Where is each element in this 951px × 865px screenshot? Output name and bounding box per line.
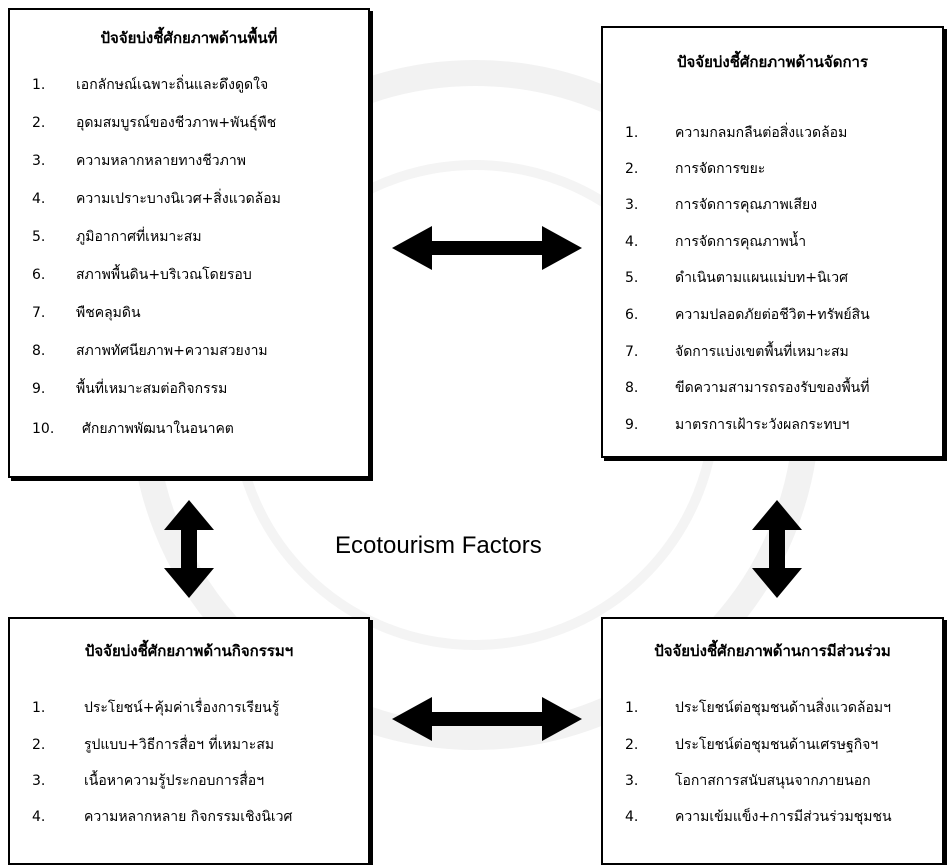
list-item: 1.เอกลักษณ์เฉพาะถิ่นและดึงดูดใจ bbox=[32, 77, 269, 93]
list-item: 2.รูปแบบ+วิธีการสื่อฯ ที่เหมาะสม bbox=[32, 737, 275, 753]
list-item: 9.มาตรการเฝ้าระวังผลกระทบฯ bbox=[625, 417, 850, 433]
participation-factors-box: ปัจจัยบ่งชี้ศักยภาพด้านการมีส่วนร่วม 1.ป… bbox=[601, 617, 944, 865]
list-item: 7.จัดการแบ่งเขตพื้นที่เหมาะสม bbox=[625, 344, 849, 360]
list-item: 4.ความเข้มแข็ง+การมีส่วนร่วมชุมชน bbox=[625, 809, 892, 825]
list-item: 3.การจัดการคุณภาพเสียง bbox=[625, 197, 818, 213]
list-item: 3.เนื้อหาความรู้ประกอบการสื่อฯ bbox=[32, 773, 265, 789]
list-item: 5.ดำเนินตามแผนแม่บท+นิเวศ bbox=[625, 270, 849, 286]
management-factors-box: ปัจจัยบ่งชี้ศักยภาพด้านจัดการ 1.ความกลมก… bbox=[601, 26, 944, 458]
list-item: 6.สภาพพื้นดิน+บริเวณโดยรอบ bbox=[32, 267, 252, 283]
list-item: 7.พืชคลุมดิน bbox=[32, 305, 141, 321]
list-item: 1.ประโยชน์+คุ้มค่าเรื่องการเรียนรู้ bbox=[32, 700, 280, 716]
double-arrow-horizontal-icon bbox=[392, 226, 582, 270]
area-factors-title: ปัจจัยบ่งชี้ศักยภาพด้านพื้นที่ bbox=[100, 29, 278, 47]
list-item: 10.ศักยภาพพัฒนาในอนาคต bbox=[32, 421, 234, 437]
list-item: 5.ภูมิอากาศที่เหมาะสม bbox=[32, 229, 202, 245]
double-arrow-vertical-icon bbox=[164, 500, 214, 598]
list-item: 3.โอกาสการสนับสนุนจากภายนอก bbox=[625, 773, 871, 789]
list-item: 4.ความเปราะบางนิเวศ+สิ่งแวดล้อม bbox=[32, 191, 281, 207]
list-item: 8.สภาพทัศนียภาพ+ความสวยงาม bbox=[32, 343, 268, 359]
activity-factors-box: ปัจจัยบ่งชี้ศักยภาพด้านกิจกรรมฯ 1.ประโยช… bbox=[8, 617, 370, 865]
list-item: 4.การจัดการคุณภาพน้ำ bbox=[625, 234, 807, 250]
list-item: 9.พื้นที่เหมาะสมต่อกิจกรรม bbox=[32, 381, 228, 397]
participation-factors-title: ปัจจัยบ่งชี้ศักยภาพด้านการมีส่วนร่วม bbox=[654, 642, 891, 660]
activity-factors-title: ปัจจัยบ่งชี้ศักยภาพด้านกิจกรรมฯ bbox=[84, 642, 294, 660]
double-arrow-horizontal-icon bbox=[392, 697, 582, 741]
list-item: 8.ขีดความสามารถรองรับของพื้นที่ bbox=[625, 380, 870, 396]
center-title: Ecotourism Factors bbox=[335, 532, 542, 559]
list-item: 1.ประโยชน์ต่อชุมชนด้านสิ่งแวดล้อมฯ bbox=[625, 700, 891, 716]
list-item: 2.อุดมสมบูรณ์ของชีวภาพ+พันธุ์พืช bbox=[32, 115, 277, 131]
area-factors-box: ปัจจัยบ่งชี้ศักยภาพด้านพื้นที่ 1.เอกลักษ… bbox=[8, 8, 370, 478]
list-item: 4.ความหลากหลาย กิจกรรมเชิงนิเวศ bbox=[32, 809, 293, 825]
list-item: 3.ความหลากหลายทางชีวภาพ bbox=[32, 153, 246, 169]
list-item: 6.ความปลอดภัยต่อชีวิต+ทรัพย์สิน bbox=[625, 307, 870, 323]
list-item: 2.การจัดการขยะ bbox=[625, 161, 766, 177]
list-item: 1.ความกลมกลืนต่อสิ่งแวดล้อม bbox=[625, 125, 848, 141]
double-arrow-vertical-icon bbox=[752, 500, 802, 598]
list-item: 2.ประโยชน์ต่อชุมชนด้านเศรษฐกิจฯ bbox=[625, 737, 879, 753]
management-factors-title: ปัจจัยบ่งชี้ศักยภาพด้านจัดการ bbox=[676, 53, 868, 71]
